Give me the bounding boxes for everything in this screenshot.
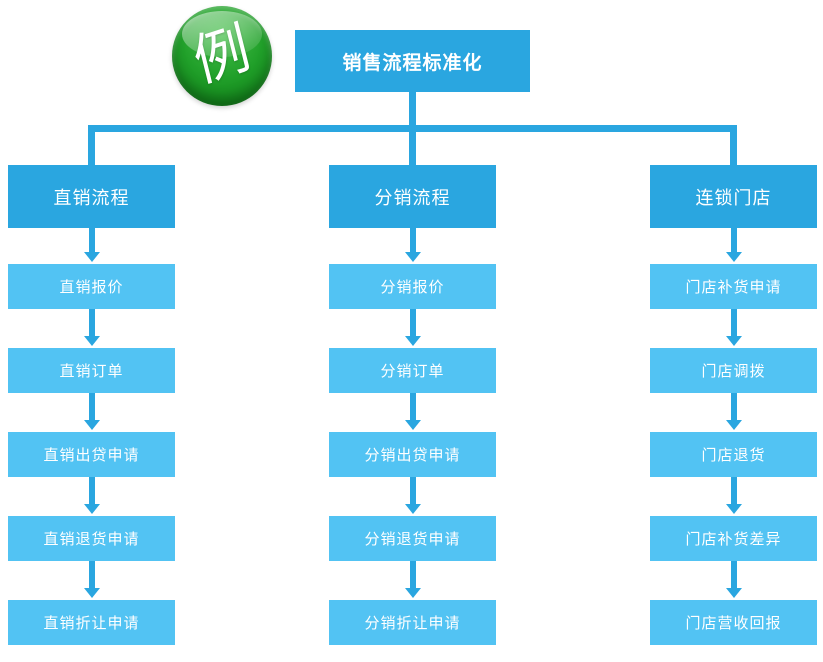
flow-step: 直销退货申请 (8, 516, 175, 561)
arrow-down-icon (8, 561, 175, 600)
arrow-down-icon (8, 477, 175, 516)
flow-step: 直销报价 (8, 264, 175, 309)
flow-header-distribution: 分销流程 (329, 165, 496, 228)
flow-step: 直销出贷申请 (8, 432, 175, 477)
flow-step: 分销报价 (329, 264, 496, 309)
arrow-down-icon (8, 309, 175, 348)
arrow-down-icon (650, 393, 817, 432)
arrow-down-icon (650, 477, 817, 516)
flow-step: 分销订单 (329, 348, 496, 393)
flow-step: 门店补货差异 (650, 516, 817, 561)
flow-step: 分销折让申请 (329, 600, 496, 645)
flow-step: 直销订单 (8, 348, 175, 393)
connector-right-drop (730, 131, 737, 165)
column-direct-sales: 直销流程 直销报价 直销订单 直销出贷申请 直销退货申请 直销折让申请 (8, 165, 175, 645)
example-badge: 例 (172, 6, 272, 106)
arrow-down-icon (329, 561, 496, 600)
connector-root-vertical (409, 91, 416, 126)
flow-step: 门店调拨 (650, 348, 817, 393)
arrow-down-icon (8, 393, 175, 432)
flow-header-chain-stores: 连锁门店 (650, 165, 817, 228)
arrow-down-icon (329, 309, 496, 348)
arrow-down-icon (650, 309, 817, 348)
arrow-down-icon (650, 561, 817, 600)
root-node: 销售流程标准化 (295, 30, 530, 92)
arrow-down-icon (650, 228, 817, 264)
example-badge-label: 例 (187, 15, 257, 96)
arrow-down-icon (329, 393, 496, 432)
connector-middle-drop (409, 131, 416, 165)
connector-horizontal (88, 125, 737, 132)
flow-step: 门店补货申请 (650, 264, 817, 309)
flow-step: 直销折让申请 (8, 600, 175, 645)
column-chain-stores: 连锁门店 门店补货申请 门店调拨 门店退货 门店补货差异 门店营收回报 (650, 165, 817, 645)
arrow-down-icon (329, 477, 496, 516)
flow-step: 分销出贷申请 (329, 432, 496, 477)
flow-header-direct-sales: 直销流程 (8, 165, 175, 228)
connector-left-drop (88, 131, 95, 165)
arrow-down-icon (329, 228, 496, 264)
flow-step: 门店营收回报 (650, 600, 817, 645)
flow-step: 门店退货 (650, 432, 817, 477)
column-distribution: 分销流程 分销报价 分销订单 分销出贷申请 分销退货申请 分销折让申请 (329, 165, 496, 645)
arrow-down-icon (8, 228, 175, 264)
flow-step: 分销退货申请 (329, 516, 496, 561)
